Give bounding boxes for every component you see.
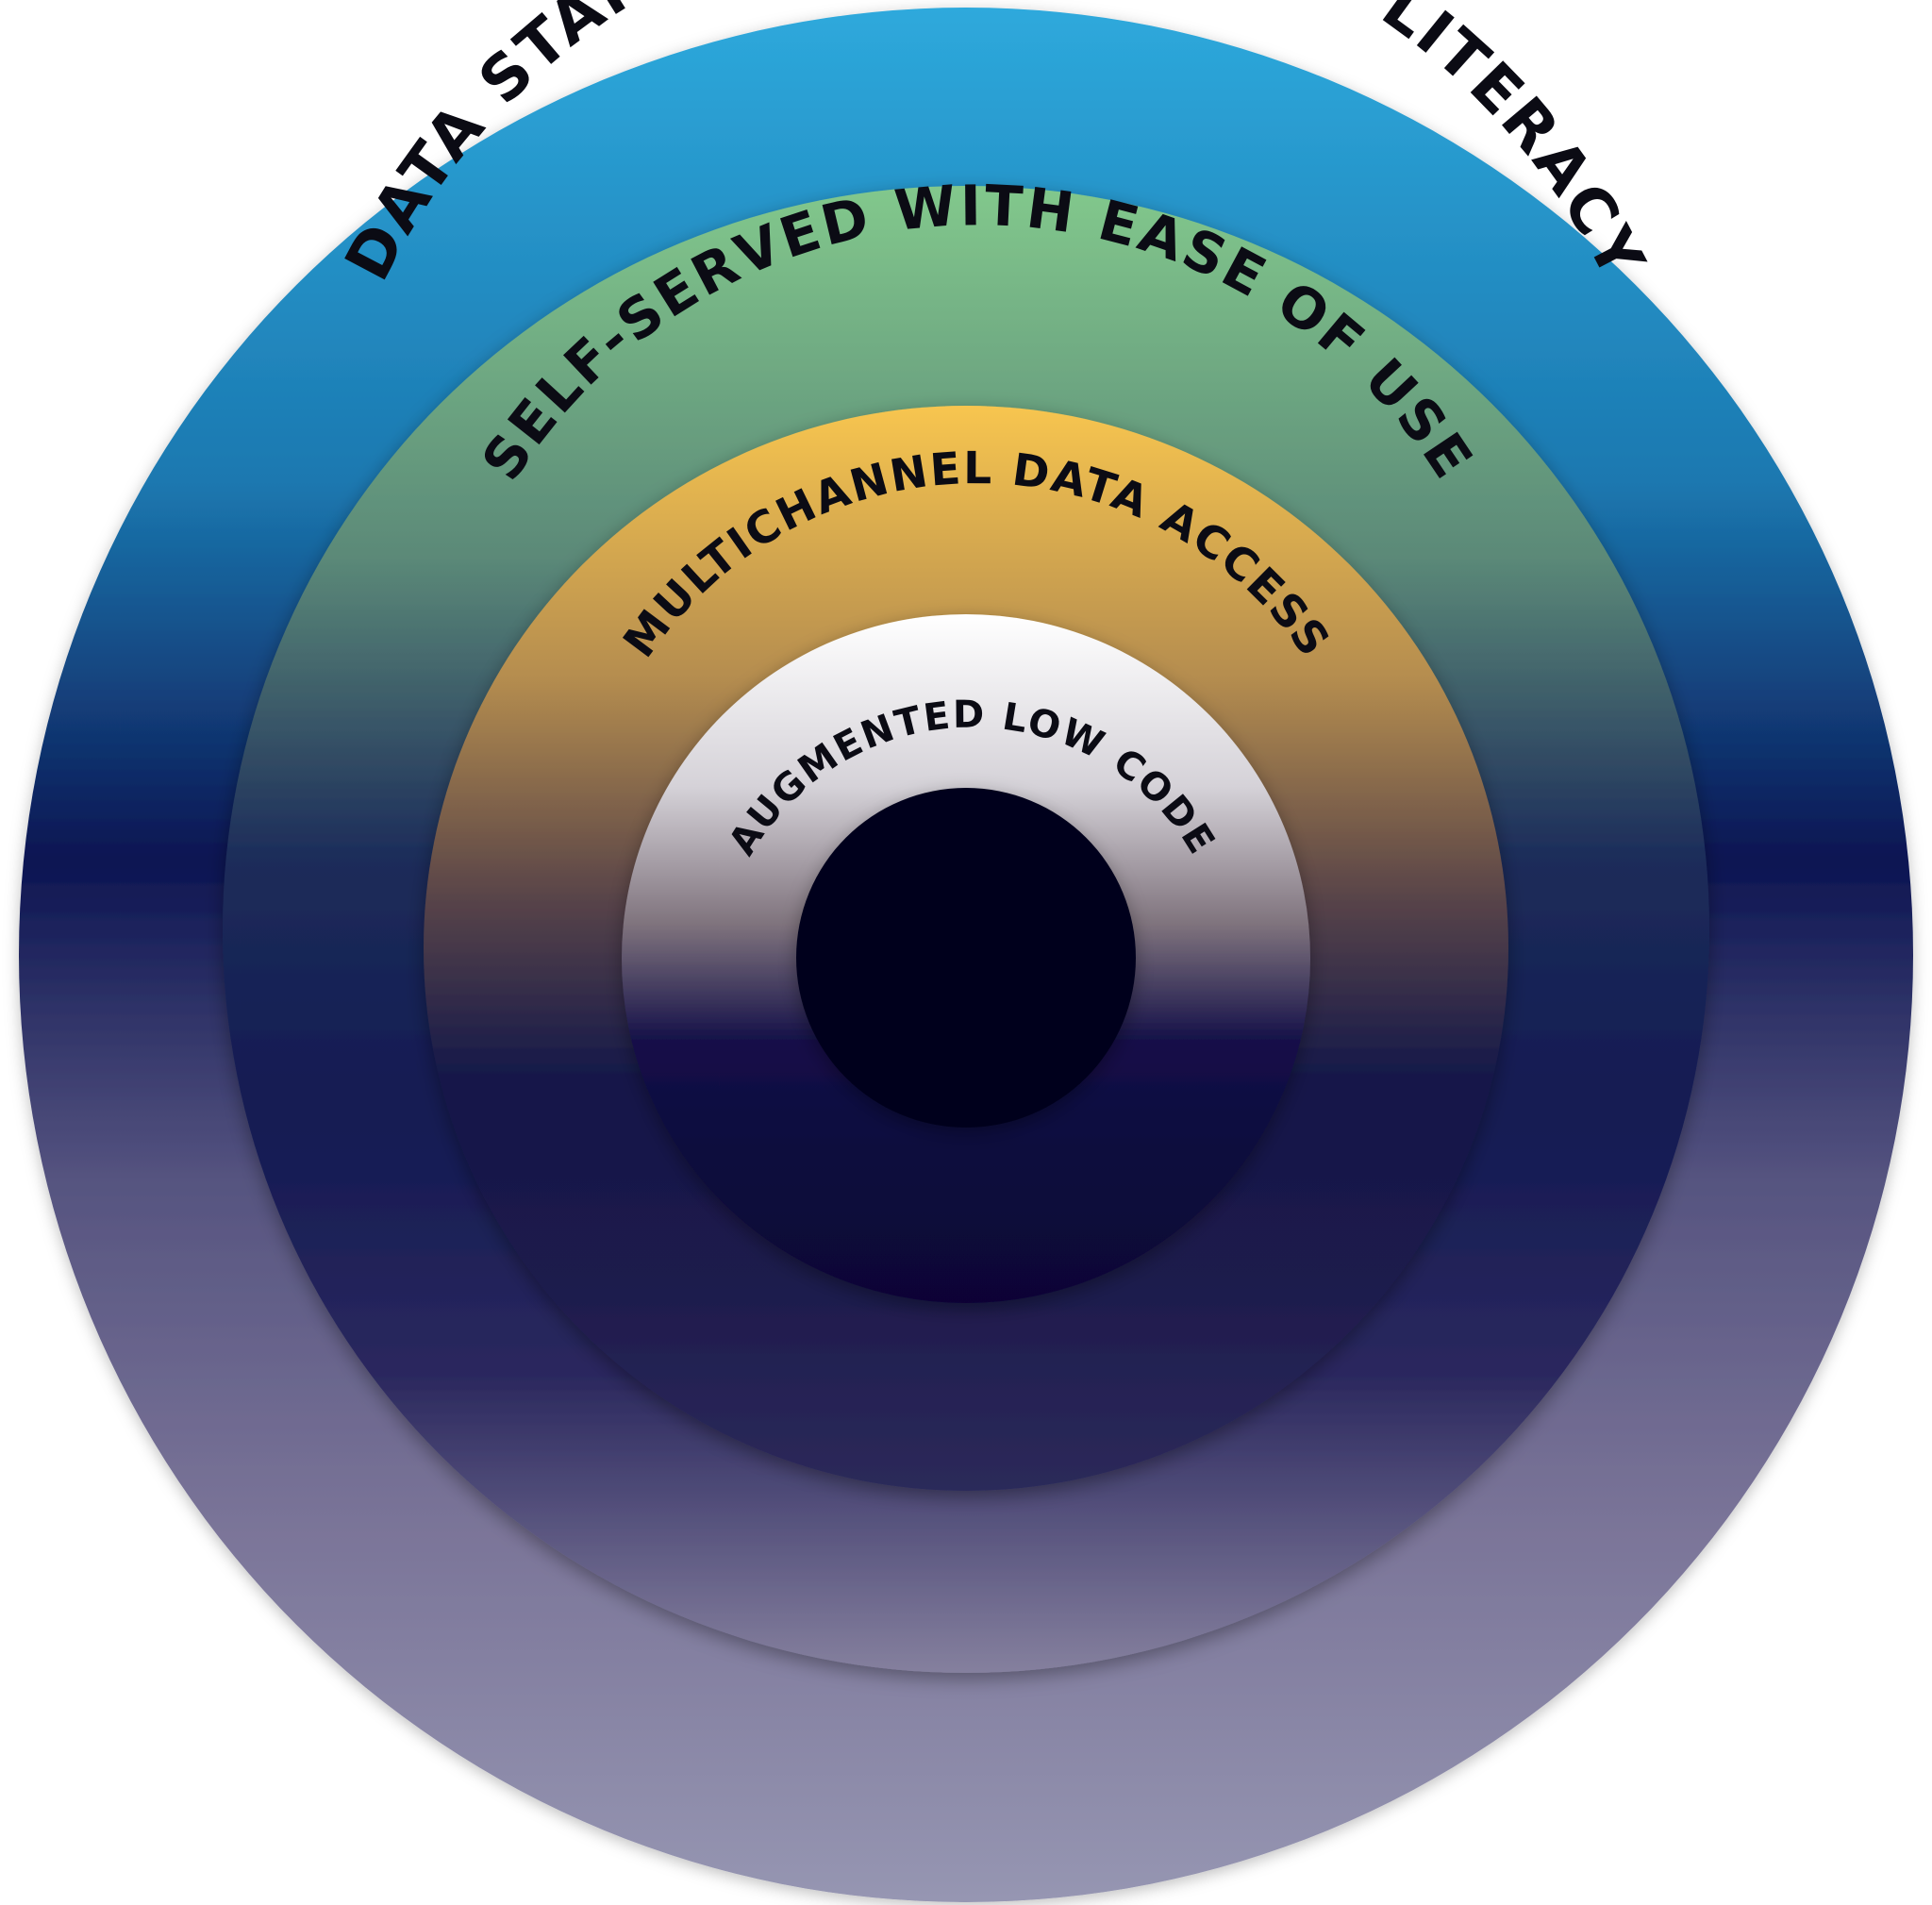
core-circle	[796, 788, 1136, 1128]
